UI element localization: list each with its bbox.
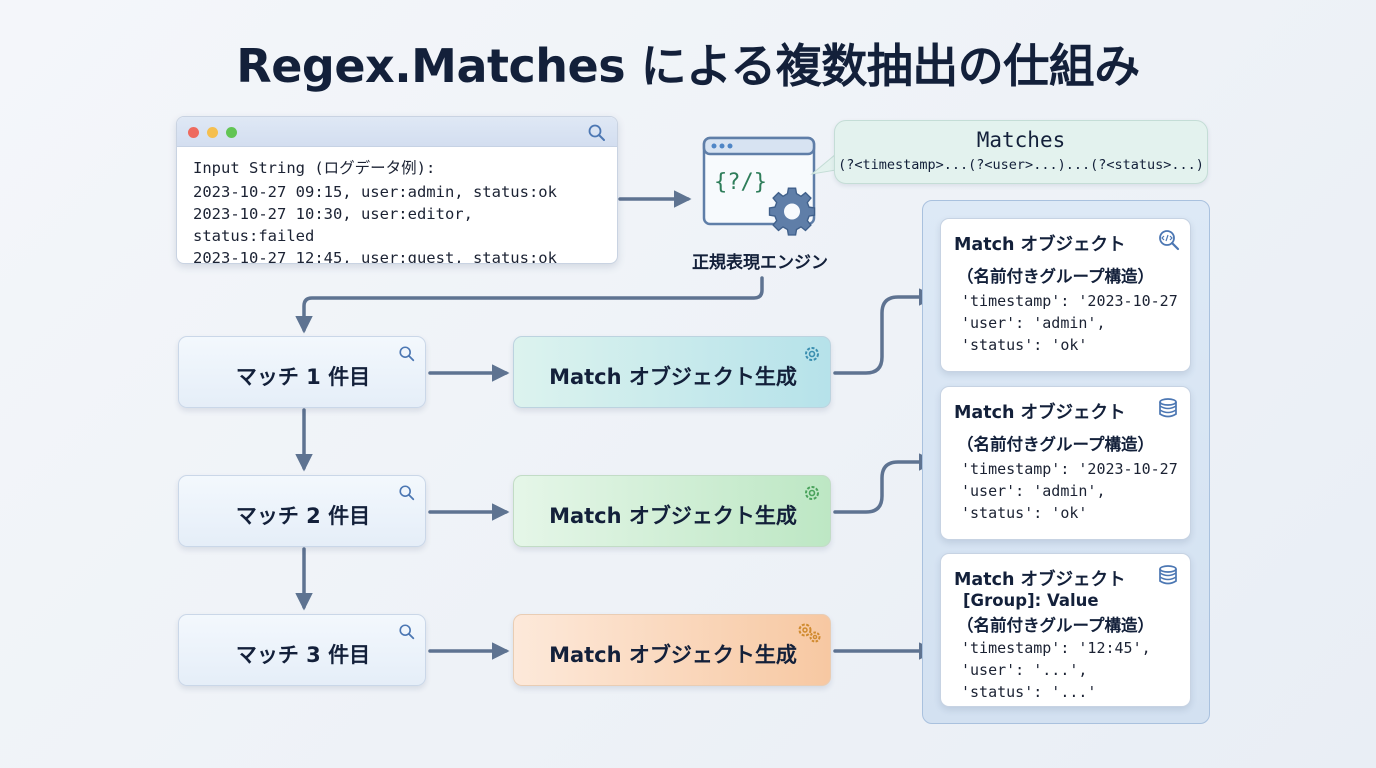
arrow-gen1-to-obj1 xyxy=(833,288,937,375)
generate-match-object-1: Match オブジェクト生成 xyxy=(513,336,831,408)
gears-icon xyxy=(798,623,821,643)
matches-bubble xyxy=(834,120,1208,184)
generate-match-object-3: Match オブジェクト生成 xyxy=(513,614,831,686)
generate-label: Match オブジェクト生成 xyxy=(549,365,797,389)
match-object-title: Match オブジェクト xyxy=(954,570,1126,590)
regex-glyph: {?/} xyxy=(714,170,767,195)
match-object-title: Match オブジェクト xyxy=(954,403,1126,423)
matches-title: Matches xyxy=(976,128,1066,152)
match-label: マッチ 1 件目 xyxy=(235,365,371,389)
search-icon xyxy=(399,485,415,501)
match-row-1: マッチ 1 件目 xyxy=(178,336,426,408)
input-line: 2023-10-27 12:45, user:guest, status:ok xyxy=(193,249,557,264)
match-object-title: Match オブジェクト xyxy=(954,235,1126,255)
match-label: マッチ 2 件目 xyxy=(235,504,371,528)
search-icon xyxy=(399,346,415,362)
group-value-line: 'timestamp': '2023-10-27 xyxy=(961,292,1178,310)
match-object-subtitle: （名前付きグループ構造） xyxy=(957,267,1155,286)
group-value-line: 'status': '...' xyxy=(961,683,1097,701)
match-object-card-2: Match オブジェクト （名前付きグループ構造） 'timestamp': '… xyxy=(940,386,1191,540)
group-value-header: [Group]: Value xyxy=(963,591,1099,610)
input-string-window: Input String (ログデータ例): 2023-10-27 09:15,… xyxy=(176,116,618,264)
generate-match-object-2: Match オブジェクト生成 xyxy=(513,475,831,547)
group-value-line: 'status': 'ok' xyxy=(961,336,1088,354)
group-value-line: 'status': 'ok' xyxy=(961,504,1088,522)
input-line: 2023-10-27 09:15, user:admin, status:ok xyxy=(193,183,557,201)
match-row-3: マッチ 3 件目 xyxy=(178,614,426,686)
arrow-engine-to-match1 xyxy=(295,276,764,334)
input-heading: Input String (ログデータ例): xyxy=(193,159,436,177)
input-line: 2023-10-27 10:30, user:editor, status:fa… xyxy=(193,205,473,245)
matches-pattern: (?<timestamp>...(?<user>...)...(?<status… xyxy=(838,157,1204,173)
group-value-line: 'user': '...', xyxy=(961,661,1088,679)
match-object-subtitle: （名前付きグループ構造） xyxy=(957,435,1155,454)
maximize-dot-icon xyxy=(226,127,237,138)
close-dot-icon xyxy=(188,127,199,138)
group-value-line: 'timestamp': '12:45', xyxy=(961,639,1151,657)
search-icon xyxy=(588,124,605,141)
gear-icon xyxy=(805,486,819,500)
group-value-line: 'timestamp': '2023-10-27 xyxy=(961,460,1178,478)
regex-engine-label: 正規表現エンジン xyxy=(692,253,828,273)
regex-engine-icon xyxy=(702,136,816,236)
minimize-dot-icon xyxy=(207,127,218,138)
match-row-2: マッチ 2 件目 xyxy=(178,475,426,547)
generate-label: Match オブジェクト生成 xyxy=(549,643,797,667)
database-icon xyxy=(1159,398,1177,418)
match-label: マッチ 3 件目 xyxy=(235,643,371,667)
group-value-line: 'user': 'admin', xyxy=(961,314,1106,332)
arrow-gen2-to-obj2 xyxy=(833,453,937,514)
generate-label: Match オブジェクト生成 xyxy=(549,504,797,528)
gear-icon xyxy=(805,347,819,361)
match-object-card-3: Match オブジェクト [Group]: Value （名前付きグループ構造）… xyxy=(940,553,1191,707)
window-titlebar xyxy=(177,117,617,147)
match-object-card-1: Match オブジェクト （名前付きグループ構造） 'timestamp': '… xyxy=(940,218,1191,372)
code-search-icon xyxy=(1159,230,1180,251)
page-title: Regex.Matches による複数抽出の仕組み xyxy=(236,39,1140,93)
group-value-line: 'user': 'admin', xyxy=(961,482,1106,500)
search-icon xyxy=(399,624,415,640)
match-object-subtitle: （名前付きグループ構造） xyxy=(957,616,1155,635)
database-icon xyxy=(1159,565,1177,585)
